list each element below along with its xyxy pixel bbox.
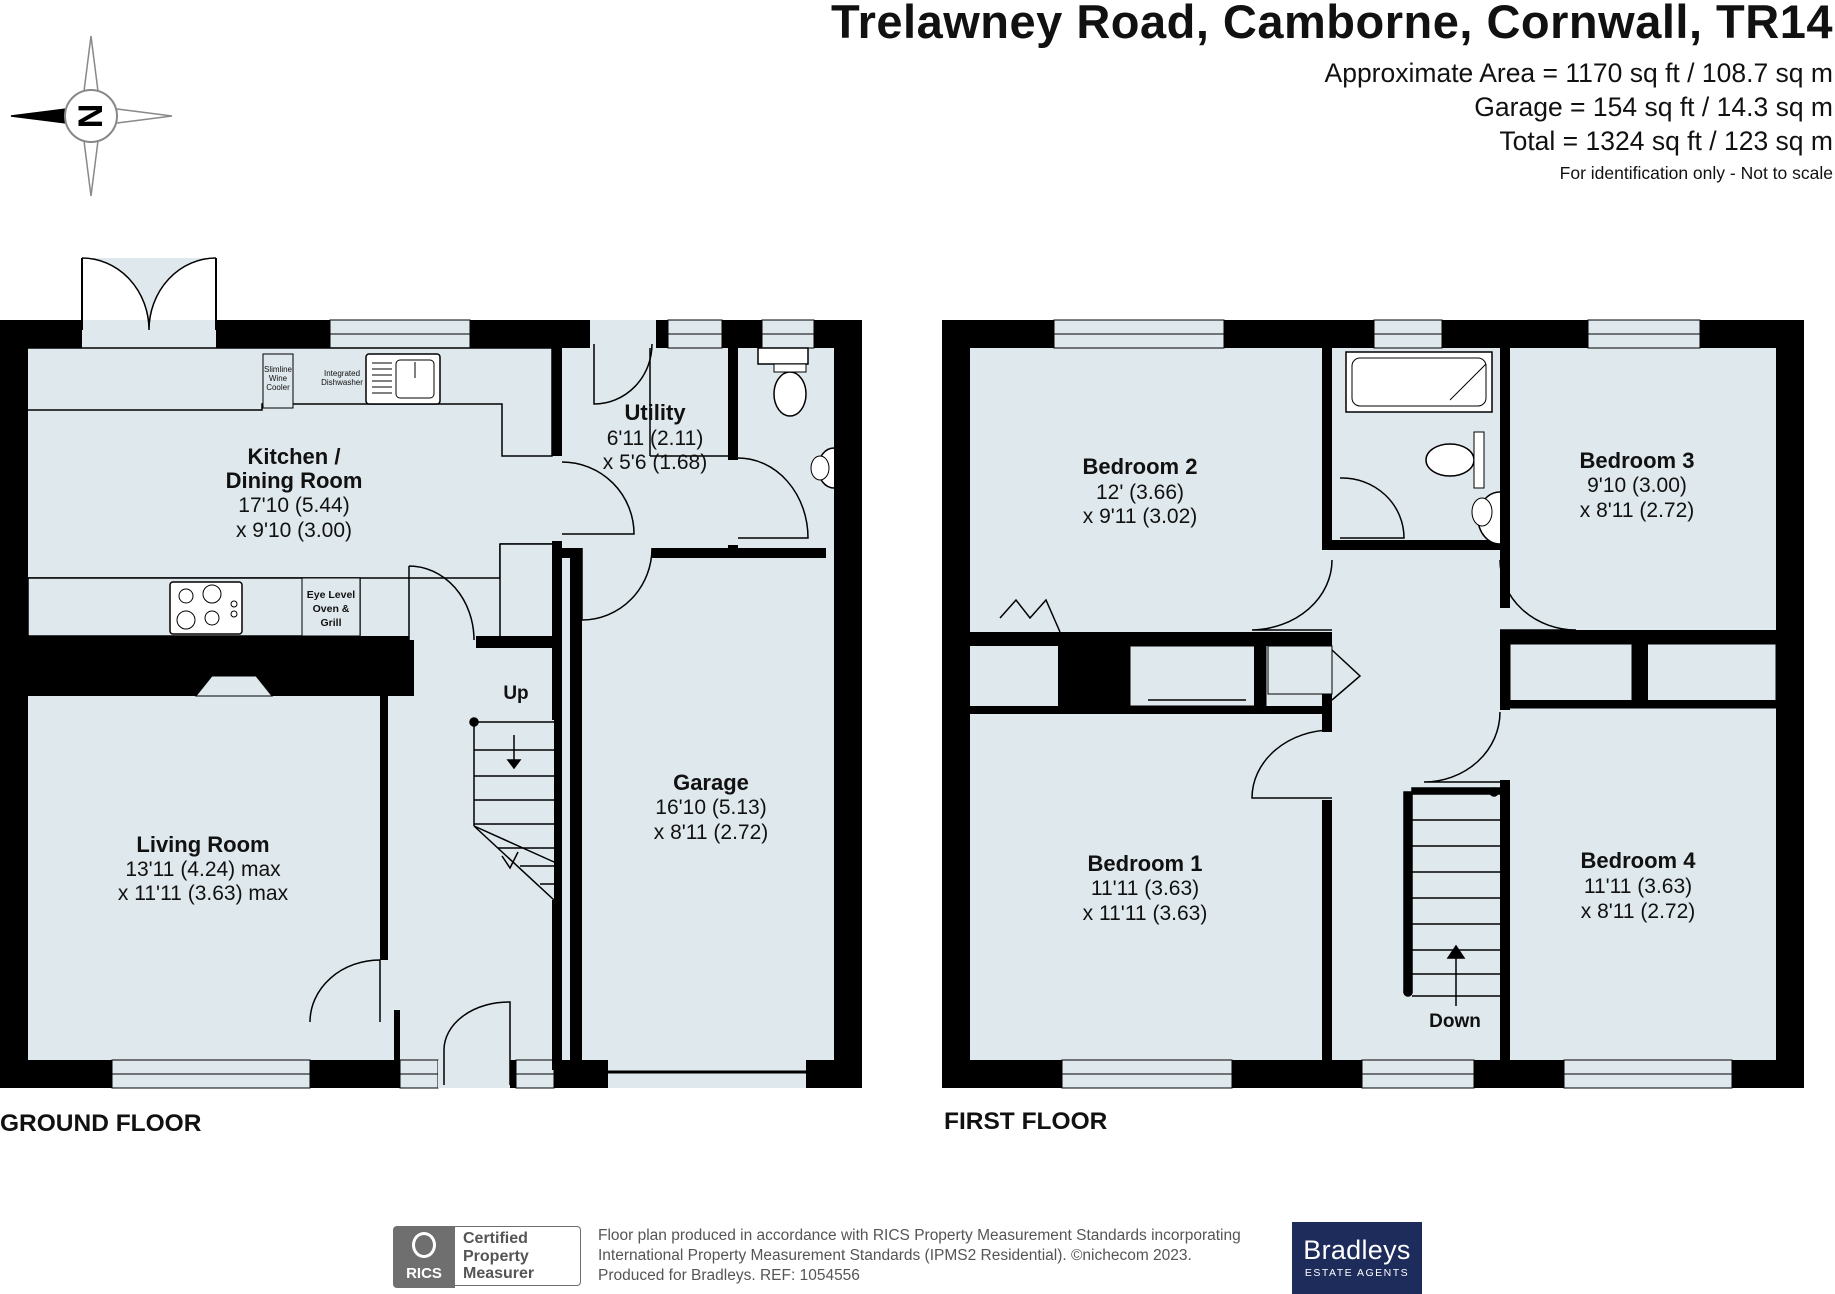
scale-note: For identification only - Not to scale [1559, 163, 1833, 183]
wine-cooler-line2: Wine [269, 374, 288, 383]
badge-line2: Property [463, 1247, 529, 1265]
bradleys-logo[interactable]: Bradleys ESTATE AGENTS [1292, 1222, 1422, 1294]
rics-certified-badge: RICS Certified Property Measurer [393, 1226, 583, 1288]
garage-dim2: x 8'11 (2.72) [654, 821, 769, 844]
first-floor-plan [942, 319, 1804, 1089]
rics-logo: RICS [393, 1226, 455, 1288]
logo-name: Bradleys [1303, 1235, 1411, 1265]
garage-name: Garage [673, 770, 749, 795]
wine-cooler-line1: Slimline [264, 365, 293, 374]
bedroom1-dim1: 11'11 (3.63) [1091, 877, 1199, 900]
bedroom3-name: Bedroom 3 [1580, 448, 1695, 473]
footer-line3: Produced for Bradleys. REF: 1054556 [598, 1267, 860, 1284]
living-room-dim2: x 11'11 (3.63) max [118, 882, 289, 905]
bedroom2-name: Bedroom 2 [1083, 454, 1198, 479]
utility-dim2: x 5'6 (1.68) [603, 451, 707, 474]
badge-line1: Certified [463, 1230, 528, 1247]
approximate-area: Approximate Area = 1170 sq ft / 108.7 sq… [1324, 58, 1833, 88]
bedroom4-dim2: x 8'11 (2.72) [1581, 900, 1696, 923]
ground-floor-label: GROUND FLOOR [0, 1110, 202, 1137]
garage-area: Garage = 154 sq ft / 14.3 sq m [1474, 92, 1833, 122]
badge-line3: Measurer [463, 1265, 535, 1282]
kitchen-name-line1: Kitchen / [248, 444, 341, 469]
kitchen-dim2: x 9'10 (3.00) [236, 519, 352, 542]
compass-letter: N [72, 104, 110, 129]
garage-dim1: 16'10 (5.13) [655, 796, 766, 819]
living-room-dim1: 13'11 (4.24) max [125, 858, 281, 881]
rics-emblem-icon [412, 1232, 436, 1258]
footer-line2: International Property Measurement Stand… [598, 1247, 1192, 1264]
page-title: Trelawney Road, Camborne, Cornwall, TR14 [830, 0, 1833, 48]
footer-disclaimer: Floor plan produced in accordance with R… [598, 1226, 1241, 1286]
stairs-down-label: Down [1429, 1011, 1481, 1032]
utility-name: Utility [624, 400, 686, 425]
total-area: Total = 1324 sq ft / 123 sq m [1499, 126, 1833, 156]
dishwasher-line2: Dishwasher [321, 378, 363, 387]
bedroom4-dim1: 11'11 (3.63) [1584, 875, 1692, 898]
dishwasher-line1: Integrated [324, 369, 360, 378]
kitchen-dim1: 17'10 (5.44) [238, 494, 349, 517]
oven-line1: Eye Level [307, 589, 356, 601]
certified-measurer-text: Certified Property Measurer [455, 1226, 581, 1286]
oven-line2: Oven & [313, 603, 350, 615]
footer-line1: Floor plan produced in accordance with R… [598, 1227, 1241, 1244]
bedroom3-dim1: 9'10 (3.00) [1587, 474, 1687, 497]
first-floor-label: FIRST FLOOR [944, 1108, 1108, 1135]
bedroom2-dim2: x 9'11 (3.02) [1083, 505, 1198, 528]
wine-cooler-line3: Cooler [266, 383, 290, 392]
living-room-name: Living Room [136, 832, 269, 857]
bedroom1-name: Bedroom 1 [1088, 851, 1203, 876]
bedroom4-name: Bedroom 4 [1581, 848, 1697, 873]
utility-dim1: 6'11 (2.11) [607, 427, 704, 450]
kitchen-name-line2: Dining Room [226, 468, 363, 493]
oven-line3: Grill [320, 617, 341, 629]
stairs-up-label: Up [503, 683, 528, 704]
logo-tagline: ESTATE AGENTS [1304, 1267, 1410, 1279]
north-compass-icon: N [10, 35, 173, 197]
ground-floor-plan [0, 257, 862, 1089]
bedroom2-dim1: 12' (3.66) [1096, 481, 1184, 504]
bedroom1-dim2: x 11'11 (3.63) [1083, 902, 1208, 925]
rics-logo-text: RICS [406, 1265, 442, 1282]
bedroom3-dim2: x 8'11 (2.72) [1580, 499, 1695, 522]
